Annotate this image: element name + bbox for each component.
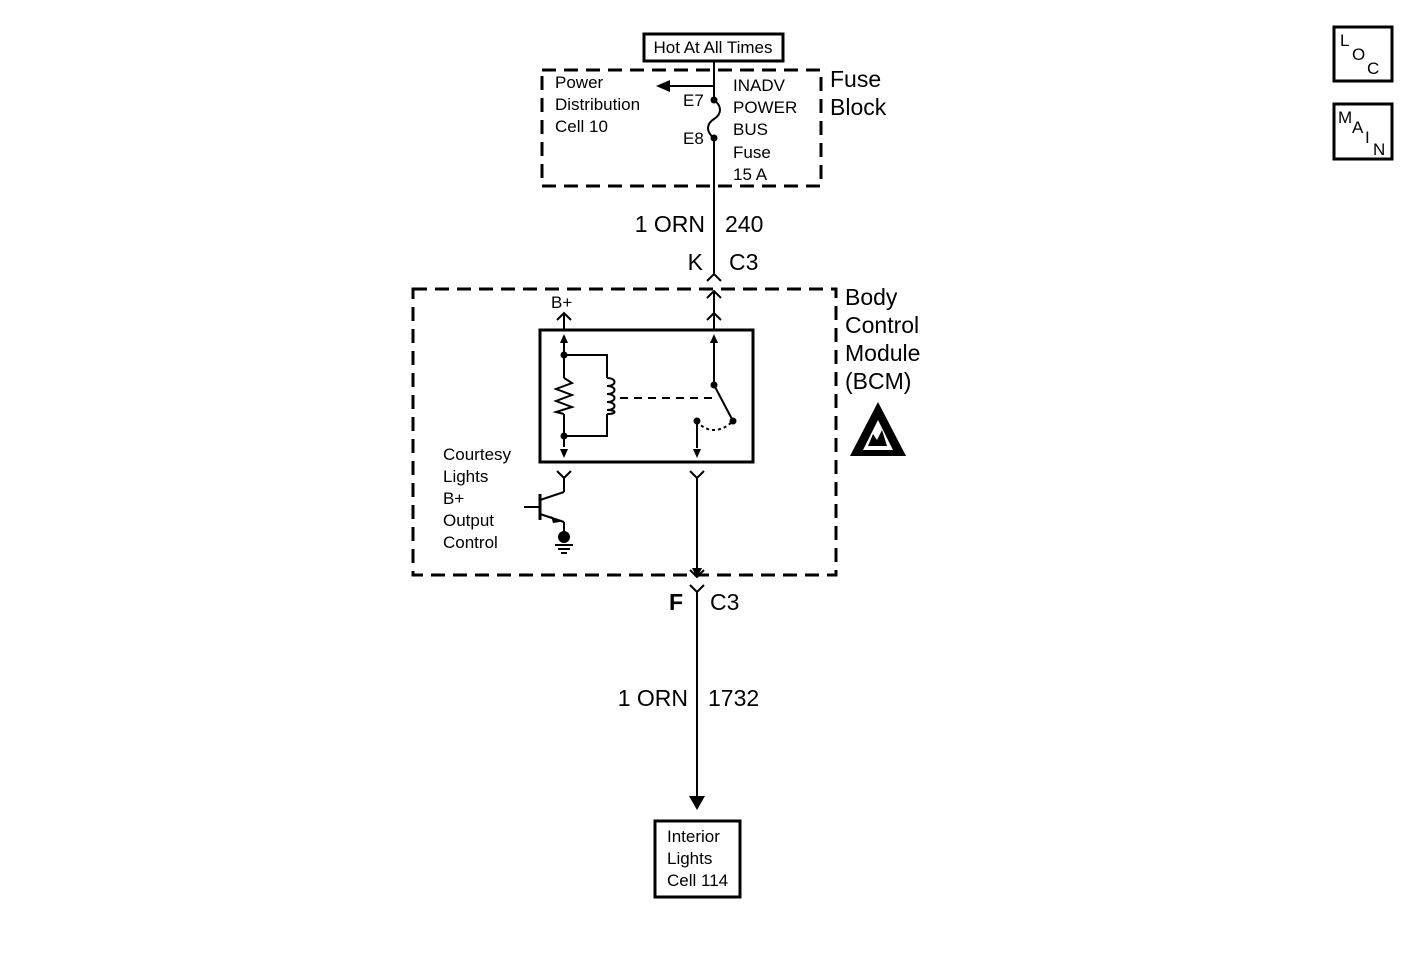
- loc-button[interactable]: L O C: [1332, 25, 1394, 83]
- loc-letter-o: O: [1352, 45, 1365, 64]
- resistor-symbol: [552, 377, 576, 415]
- source-label: Hot At All Times: [653, 38, 772, 57]
- fuse-block-outline: [540, 68, 823, 188]
- main-letter-i: I: [1365, 128, 1370, 147]
- bcm-title-4: (BCM): [845, 368, 911, 394]
- fuse-name-line-3: BUS: [733, 120, 768, 139]
- fuse-rating: 15 A: [733, 165, 768, 184]
- connector-lower-name: C3: [710, 589, 739, 615]
- fuse-block-title-2: Block: [830, 94, 887, 120]
- bcm-output-arrow: [692, 568, 702, 578]
- switch-travel: [696, 420, 734, 431]
- connector-lower-pin: F: [669, 589, 683, 615]
- connector-lower-female: [689, 584, 705, 594]
- switch-arrow-bottom: [693, 449, 701, 458]
- coil-branch-top: [564, 354, 608, 378]
- fuse-name-line-2: POWER: [733, 98, 797, 117]
- fuse-block-title-1: Fuse: [830, 66, 881, 92]
- switch-arrow-top: [710, 334, 718, 343]
- connector-lower-male: [689, 569, 705, 579]
- power-dist-line-1: Power: [555, 73, 604, 92]
- switch-contact-nc: [729, 417, 737, 425]
- destination-line-2: Lights: [667, 849, 712, 868]
- wire-lower-gauge: 1 ORN: [618, 685, 688, 711]
- interior-lights-link[interactable]: Interior Lights Cell 114: [653, 819, 742, 899]
- main-button[interactable]: M A I N: [1332, 102, 1394, 161]
- terminal-e8-label: E8: [683, 129, 704, 148]
- coil-arrow-top: [560, 334, 568, 343]
- wire-1732-arrow: [689, 796, 705, 810]
- wire-upper-circuit: 240: [725, 211, 763, 237]
- bcm-title-3: Module: [845, 340, 920, 366]
- power-dist-line-2: Distribution: [555, 95, 640, 114]
- terminal-e7-label: E7: [683, 91, 704, 110]
- courtesy-line-4: Output: [443, 511, 494, 530]
- wire-lower-circuit: 1732: [708, 685, 759, 711]
- connector-upper-name: C3: [729, 249, 758, 275]
- courtesy-line-5: Control: [443, 533, 498, 552]
- relay-input-connector: [706, 311, 722, 321]
- bcm-outline: [411, 287, 838, 577]
- loc-letter-c: C: [1367, 59, 1379, 78]
- destination-line-3: Cell 114: [667, 871, 728, 890]
- power-dist-arrow: [656, 80, 670, 92]
- coil-symbol: [606, 377, 616, 415]
- switch-blade: [713, 384, 734, 422]
- b-plus-label: B+: [551, 293, 572, 312]
- coil-arrow-bottom: [560, 449, 568, 458]
- esd-warning-icon: [850, 402, 906, 456]
- relay-box: [538, 328, 755, 464]
- destination-line-1: Interior: [667, 827, 720, 846]
- courtesy-line-3: B+: [443, 489, 464, 508]
- transistor-collector: [539, 491, 565, 501]
- courtesy-line-1: Courtesy: [443, 445, 512, 464]
- transistor-emitter-arrow: [551, 516, 560, 523]
- fuse-symbol: [707, 99, 721, 139]
- courtesy-line-2: Lights: [443, 467, 488, 486]
- wire-upper-gauge: 1 ORN: [635, 211, 705, 237]
- main-letter-a: A: [1352, 118, 1364, 137]
- connector-upper-pin: K: [688, 249, 704, 275]
- loc-letter-l: L: [1340, 31, 1349, 50]
- main-letter-n: N: [1373, 140, 1385, 159]
- power-dist-line-3: Cell 10: [555, 117, 608, 136]
- coil-branch-bottom: [564, 414, 608, 437]
- fuse-name-line-4: Fuse: [733, 143, 771, 162]
- bcm-title-2: Control: [845, 312, 919, 338]
- source-label-box: Hot At All Times: [642, 32, 785, 63]
- courtesy-connector: [556, 470, 572, 480]
- connector-upper-female: [706, 272, 722, 282]
- main-letter-m: M: [1338, 108, 1352, 127]
- fuse-name-line-1: INADV: [733, 76, 786, 95]
- bcm-title-1: Body: [845, 284, 898, 310]
- output-connector: [689, 470, 705, 480]
- ground-icon: [555, 531, 573, 554]
